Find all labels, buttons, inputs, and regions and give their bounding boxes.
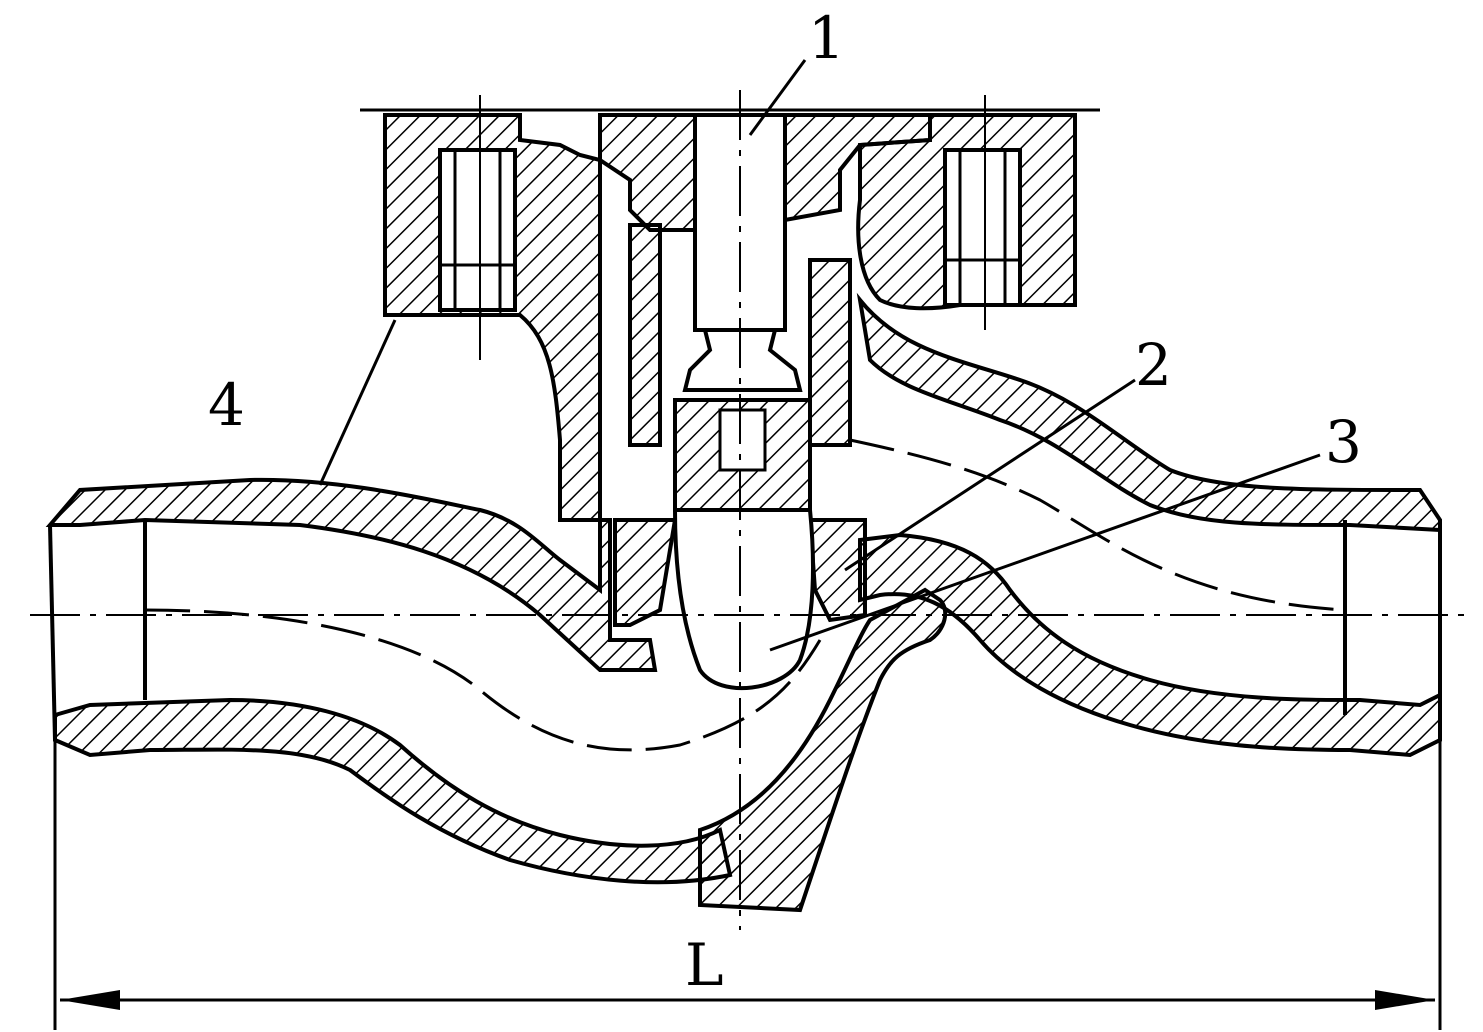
body-bottom-boss bbox=[698, 587, 948, 913]
dimension-arrow-right bbox=[1375, 990, 1435, 1010]
callout-3: 3 bbox=[1325, 408, 1362, 476]
flow-path-curve-upper bbox=[849, 438, 1346, 612]
leader-1 bbox=[748, 59, 807, 136]
dimension-label: L bbox=[685, 931, 724, 999]
body-lower-wall-left bbox=[53, 697, 733, 885]
bolt-bore-left bbox=[438, 148, 517, 312]
bonnet-center-top-right bbox=[783, 113, 932, 223]
callout-4: 4 bbox=[208, 371, 245, 439]
callout-2: 2 bbox=[1135, 331, 1172, 399]
leader-2 bbox=[844, 378, 1136, 572]
leader-4 bbox=[318, 319, 397, 486]
body-upper-wall-right bbox=[858, 532, 1442, 758]
valve-plug bbox=[672, 508, 815, 691]
seat-ring-right bbox=[807, 518, 867, 623]
stem bbox=[693, 113, 787, 332]
leader-3 bbox=[769, 453, 1321, 652]
callout-1: 1 bbox=[808, 4, 845, 72]
gland-sleeve-right bbox=[808, 258, 852, 447]
body-upper-wall bbox=[45, 477, 658, 672]
bolt-bore-right bbox=[943, 148, 1022, 307]
bonnet-center-top bbox=[598, 113, 697, 232]
gland-sleeve-left bbox=[628, 223, 662, 447]
stem-neck bbox=[682, 328, 803, 392]
flow-path-curve bbox=[144, 608, 822, 752]
dimension-arrow-left bbox=[60, 990, 120, 1010]
seat-ring bbox=[613, 518, 678, 627]
